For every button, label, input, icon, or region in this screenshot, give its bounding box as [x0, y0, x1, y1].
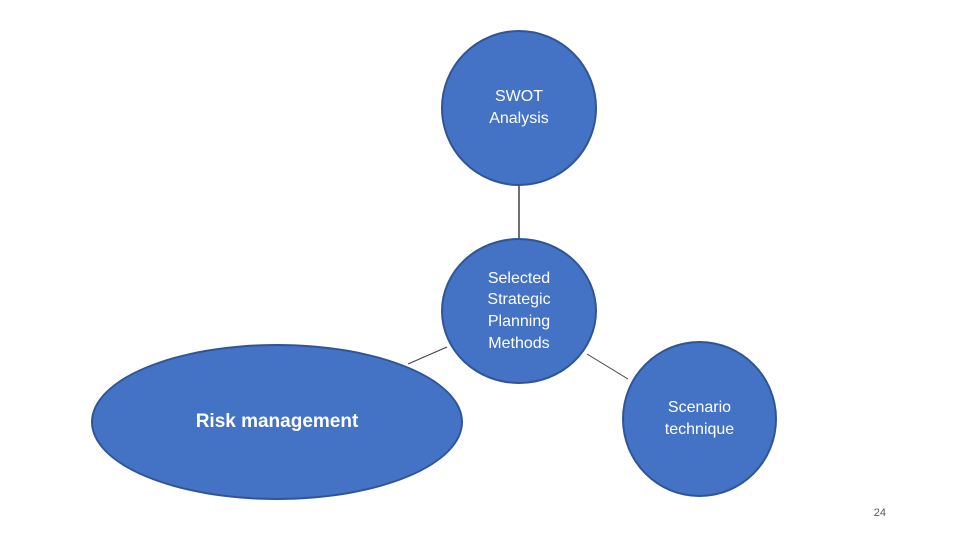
node-center-label: Selected Strategic Planning Methods: [487, 269, 551, 352]
node-scenario-technique-label: Scenario technique: [664, 399, 735, 438]
node-selected-strategic-planning-methods: Selected Strategic Planning Methods: [441, 238, 597, 384]
node-swot-analysis: SWOT Analysis: [441, 30, 597, 186]
node-swot-analysis-label: SWOT Analysis: [489, 88, 549, 127]
node-risk-management: Risk management: [91, 344, 463, 500]
node-scenario-technique: Scenario technique: [622, 341, 777, 497]
page-number: 24: [873, 507, 886, 519]
connector-center-to-right: [586, 353, 629, 380]
node-risk-management-label: Risk management: [195, 411, 359, 433]
connector-center-to-left: [407, 346, 448, 365]
